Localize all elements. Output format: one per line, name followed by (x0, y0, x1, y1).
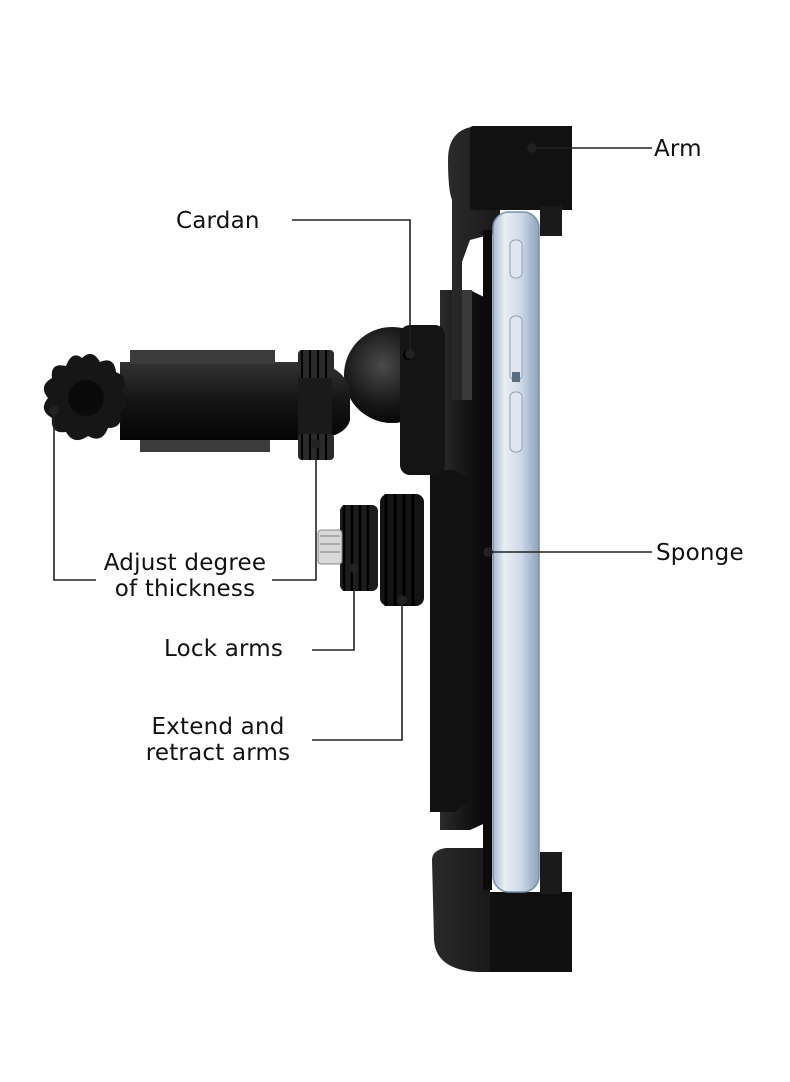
label-arm: Arm (654, 136, 702, 162)
leader-arm (527, 143, 652, 153)
lock-gear (317, 505, 378, 591)
star-knob-icon (43, 353, 127, 441)
leader-sponge (483, 547, 652, 557)
label-lock-arms: Lock arms (164, 636, 284, 662)
leader-thickness (49, 405, 321, 581)
handlebar-clamp (120, 350, 350, 460)
label-cardan: Cardan (176, 208, 260, 234)
label-thickness-line2: of thickness (114, 576, 256, 602)
leader-lock-arms (312, 563, 359, 651)
extend-gear (380, 494, 424, 606)
label-extend-line1: Extend and (151, 714, 285, 740)
leader-cardan (292, 219, 415, 359)
label-thickness-line1: Adjust degree (103, 550, 267, 576)
leader-lines (49, 143, 652, 741)
label-sponge: Sponge (656, 540, 744, 566)
leader-extend-arms (312, 595, 407, 741)
thickness-gear-top (298, 350, 334, 378)
sponge-strip (483, 230, 492, 890)
label-extend-arms: Extend and retract arms (144, 714, 292, 766)
bottom-arm (432, 848, 572, 972)
label-thickness: Adjust degree of thickness (96, 550, 274, 602)
label-extend-line2: retract arms (145, 740, 291, 766)
cardan-joint (344, 325, 445, 475)
top-arm (448, 126, 572, 400)
